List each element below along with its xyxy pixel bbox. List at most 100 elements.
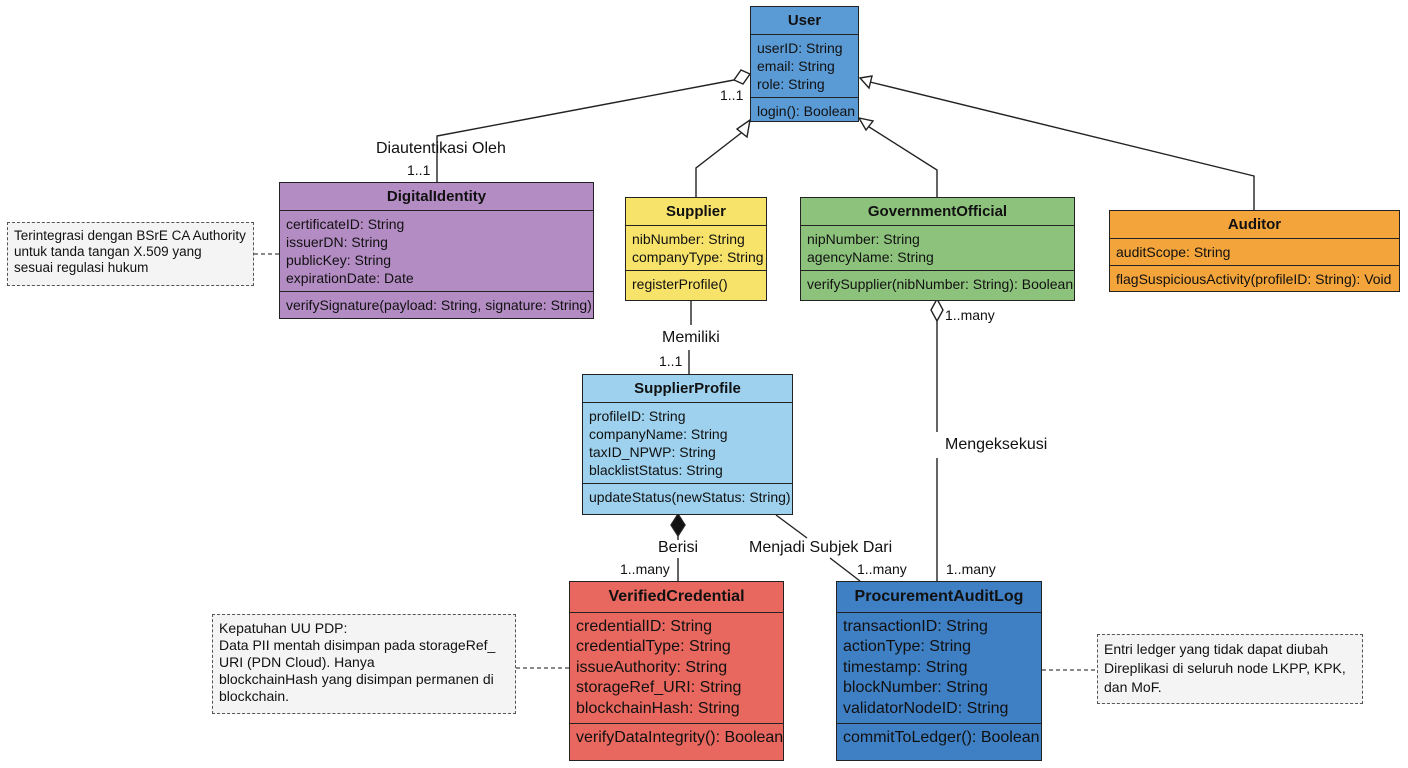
- relation-label-memiliki: Memiliki: [662, 329, 720, 346]
- multiplicity-menjadi: 1..many: [857, 561, 907, 577]
- class-verified-credential[interactable]: VerifiedCredential credentialID: String …: [569, 581, 784, 761]
- note-text: untuk tanda tangan X.509 yang: [14, 244, 202, 259]
- class-user-attributes: userID: String email: String role: Strin…: [751, 35, 858, 98]
- inheritance-line-auditor: [869, 81, 1255, 210]
- attribute: email: String: [757, 58, 835, 74]
- class-supplier-attributes: nibNumber: String companyType: String: [626, 226, 766, 271]
- attribute: credentialType: String: [576, 638, 731, 655]
- relation-label-menjadi: Menjadi Subjek Dari: [749, 539, 893, 556]
- class-procurement-audit-log-methods: commitToLedger(): Boolean: [837, 724, 1041, 753]
- inheritance-arrow-auditor: [858, 75, 873, 90]
- attribute: auditScope: String: [1116, 244, 1231, 260]
- attribute: profileID: String: [589, 408, 686, 424]
- multiplicity-user-identity: 1..1: [720, 87, 744, 103]
- method: flagSuspiciousActivity(profileID: String…: [1116, 271, 1392, 287]
- class-user[interactable]: User userID: String email: String role: …: [750, 6, 859, 122]
- class-supplier-profile-name: SupplierProfile: [583, 375, 792, 403]
- multiplicity-identity: 1..1: [407, 162, 431, 178]
- class-government-official-attributes: nipNumber: String agencyName: String: [801, 226, 1074, 271]
- method: verifySupplier(nibNumber: String): Boole…: [807, 276, 1074, 292]
- method: verifySignature(payload: String, signatu…: [286, 297, 592, 313]
- multiplicity-log: 1..many: [946, 561, 996, 577]
- attribute: blockchainHash: String: [576, 699, 740, 717]
- inheritance-line-supplier: [695, 129, 746, 197]
- class-procurement-audit-log[interactable]: ProcurementAuditLog transactionID: Strin…: [836, 581, 1042, 761]
- method: login(): Boolean: [757, 103, 856, 119]
- class-digital-identity-methods: verifySignature(payload: String, signatu…: [280, 292, 593, 318]
- note-text: URI (PDN Cloud). Hanya: [219, 654, 375, 670]
- note-text: blockchainHash yang disimpan permanen di: [219, 671, 494, 687]
- class-verified-credential-methods: verifyDataIntegrity(): Boolean: [570, 724, 783, 753]
- attribute: companyName: String: [589, 426, 728, 442]
- note-text: Entri ledger yang tidak dapat diubah: [1104, 641, 1329, 657]
- attribute: nipNumber: String: [807, 231, 920, 247]
- class-supplier-profile-attributes: profileID: String companyName: String ta…: [583, 403, 792, 484]
- attribute: timestamp: String: [843, 658, 968, 676]
- class-auditor[interactable]: Auditor auditScope: String flagSuspiciou…: [1109, 210, 1400, 292]
- method: updateStatus(newStatus: String): [589, 489, 791, 505]
- class-user-methods: login(): Boolean: [751, 98, 858, 124]
- association-line-menjadi: [775, 514, 808, 539]
- class-verified-credential-attributes: credentialID: String credentialType: Str…: [570, 613, 783, 724]
- inheritance-line-official: [865, 124, 938, 197]
- attribute: taxID_NPWP: String: [589, 444, 716, 460]
- method: registerProfile(): [632, 276, 728, 292]
- method: verifyDataIntegrity(): Boolean: [576, 729, 784, 746]
- note-text: Direplikasi di seluruh node LKPP, KPK,: [1104, 660, 1346, 676]
- class-supplier-methods: registerProfile(): [626, 271, 766, 297]
- attribute: credentialID: String: [576, 617, 713, 635]
- note-pdp: Kepatuhan UU PDP: Data PII mentah disimp…: [212, 614, 516, 714]
- attribute: issueAuthority: String: [576, 658, 728, 676]
- class-user-name: User: [751, 7, 858, 35]
- class-supplier[interactable]: Supplier nibNumber: String companyType: …: [625, 197, 767, 301]
- inheritance-arrow-official: [857, 116, 875, 132]
- inheritance-arrow-supplier: [735, 118, 751, 139]
- attribute: certificateID: String: [286, 216, 405, 232]
- attribute: companyType: String: [632, 249, 764, 265]
- class-supplier-profile-methods: updateStatus(newStatus: String): [583, 484, 792, 510]
- relation-label-diautentikasi: Diautentikasi Oleh: [376, 140, 506, 157]
- class-procurement-audit-log-name: ProcurementAuditLog: [837, 582, 1041, 613]
- class-auditor-methods: flagSuspiciousActivity(profileID: String…: [1110, 266, 1399, 292]
- composition-diamond: [670, 512, 686, 538]
- class-government-official[interactable]: GovernmentOfficial nipNumber: String age…: [800, 197, 1075, 301]
- aggregation-diamond-official: [930, 297, 944, 323]
- multiplicity-berisi: 1..many: [620, 561, 670, 577]
- attribute: blockNumber: String: [843, 679, 988, 696]
- attribute: storageRef_URI: String: [576, 679, 742, 696]
- attribute: role: String: [757, 76, 825, 92]
- class-verified-credential-name: VerifiedCredential: [570, 582, 783, 613]
- multiplicity-official: 1..many: [945, 307, 995, 323]
- note-text: Data PII mentah disimpan pada storageRef…: [219, 637, 496, 653]
- class-digital-identity-attributes: certificateID: String issuerDN: String p…: [280, 211, 593, 292]
- note-text: Terintegrasi dengan BSrE CA Authority: [14, 228, 246, 243]
- class-auditor-name: Auditor: [1110, 211, 1399, 239]
- attribute: validatorNodeID: String: [843, 699, 1009, 717]
- note-text: dan MoF.: [1104, 679, 1162, 695]
- association-line-identity-user: [436, 79, 735, 182]
- class-procurement-audit-log-attributes: transactionID: String actionType: String…: [837, 613, 1041, 724]
- attribute: blacklistStatus: String: [589, 462, 723, 478]
- class-government-official-methods: verifySupplier(nibNumber: String): Boole…: [801, 271, 1074, 297]
- attribute: transactionID: String: [843, 617, 988, 635]
- class-digital-identity-name: DigitalIdentity: [280, 183, 593, 211]
- note-text: blockchain.: [219, 688, 290, 704]
- note-ledger: Entri ledger yang tidak dapat diubah Dir…: [1097, 634, 1363, 704]
- class-auditor-attributes: auditScope: String: [1110, 239, 1399, 266]
- aggregation-diamond-user: [732, 69, 752, 85]
- note-text: sesuai regulasi hukum: [14, 260, 149, 275]
- attribute: userID: String: [757, 40, 843, 56]
- attribute: expirationDate: Date: [286, 270, 414, 286]
- class-supplier-profile[interactable]: SupplierProfile profileID: String compan…: [582, 374, 793, 515]
- association-line-menjadi-lower: [829, 557, 861, 582]
- relation-label-berisi: Berisi: [658, 539, 699, 556]
- multiplicity-memiliki: 1..1: [659, 353, 683, 369]
- attribute: issuerDN: String: [286, 234, 388, 250]
- method: commitToLedger(): Boolean: [843, 729, 1040, 746]
- note-text: Kepatuhan UU PDP:: [219, 620, 348, 636]
- note-bsre: Terintegrasi dengan BSrE CA Authority un…: [7, 222, 254, 286]
- class-digital-identity[interactable]: DigitalIdentity certificateID: String is…: [279, 182, 594, 319]
- attribute: nibNumber: String: [632, 231, 745, 247]
- class-supplier-name: Supplier: [626, 198, 766, 226]
